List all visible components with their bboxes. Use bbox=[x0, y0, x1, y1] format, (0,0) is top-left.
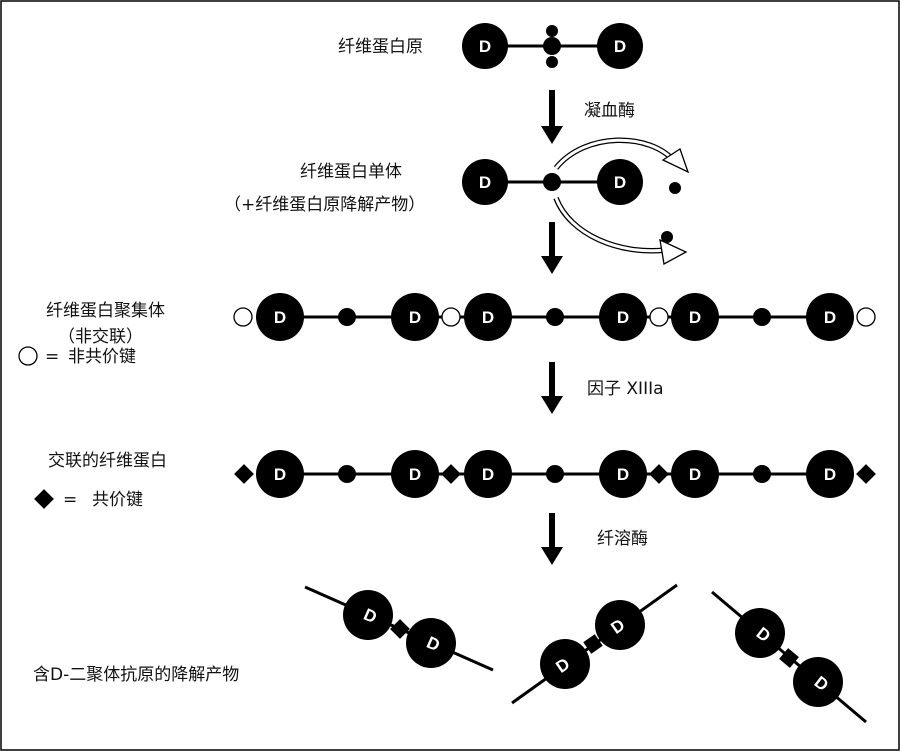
svg-text:D: D bbox=[689, 465, 701, 484]
label-noncovalent-legend: 非共价键 bbox=[68, 347, 136, 367]
svg-text:D: D bbox=[274, 308, 286, 327]
noncovalent-bond bbox=[649, 307, 669, 327]
svg-text:D: D bbox=[824, 308, 836, 327]
noncovalent-bond-legend-symbol bbox=[18, 346, 38, 366]
svg-text:D: D bbox=[409, 465, 421, 484]
covalent-bond-legend-symbol bbox=[34, 489, 54, 509]
label-plasmin: 纤溶酶 bbox=[597, 529, 648, 549]
svg-text:D: D bbox=[482, 465, 494, 484]
noncovalent-bond bbox=[856, 307, 876, 327]
fibrinopeptide bbox=[546, 56, 558, 68]
d-domain bbox=[462, 23, 508, 69]
label-aggregate-note: （非交联） bbox=[58, 327, 143, 347]
released-fibrinopeptide-a bbox=[553, 137, 690, 194]
arrow-factor-xiiia bbox=[541, 362, 563, 414]
arrow-aggregation bbox=[541, 222, 563, 274]
arrow-thrombin bbox=[541, 90, 563, 144]
svg-text:D: D bbox=[482, 308, 494, 327]
fibrin-aggregate-chain: D D D D D D bbox=[233, 293, 876, 341]
covalent-equals: = bbox=[63, 490, 77, 510]
crosslinked-fibrin-chain: D D D D D D bbox=[234, 450, 876, 498]
covalent-bond bbox=[441, 464, 461, 484]
label-aggregate: 纤维蛋白聚集体 bbox=[46, 301, 165, 321]
d-dimer-fragment: D D bbox=[711, 590, 867, 724]
svg-text:D: D bbox=[617, 308, 629, 327]
noncovalent-bond bbox=[233, 307, 253, 327]
label-covalent-legend: 共价键 bbox=[92, 490, 143, 510]
covalent-bond bbox=[234, 464, 254, 484]
arrow-plasmin bbox=[541, 513, 563, 565]
covalent-bond bbox=[856, 464, 876, 484]
label-thrombin: 凝血酶 bbox=[584, 101, 635, 121]
label-fibrinogen: 纤维蛋白原 bbox=[338, 37, 423, 57]
svg-text:D: D bbox=[689, 308, 701, 327]
d-dimer-fragment: D D bbox=[304, 585, 494, 672]
svg-text:D: D bbox=[617, 465, 629, 484]
label-monomer: 纤维蛋白单体 bbox=[300, 162, 402, 182]
d-letter: D bbox=[479, 173, 491, 192]
released-fibrinopeptide-b bbox=[553, 196, 688, 266]
svg-text:D: D bbox=[824, 465, 836, 484]
label-factor: 因子 XIIIa bbox=[587, 379, 664, 399]
fibrinopeptide bbox=[546, 25, 558, 37]
noncovalent-bond bbox=[441, 307, 461, 327]
noncovalent-equals: = bbox=[45, 347, 59, 367]
label-products: 含D-二聚体抗原的降解产物 bbox=[33, 665, 239, 685]
fibrinogen-molecule: D D bbox=[462, 23, 643, 69]
d-domain bbox=[462, 159, 508, 205]
d-domain bbox=[597, 159, 643, 205]
d-dimer-fragment: D D bbox=[511, 583, 678, 705]
e-domain bbox=[543, 173, 561, 191]
label-monomer-note: （+纤维蛋白原降解产物） bbox=[224, 195, 425, 215]
svg-text:D: D bbox=[274, 465, 286, 484]
e-domain bbox=[543, 37, 561, 55]
d-letter: D bbox=[614, 37, 626, 56]
d-domain bbox=[597, 23, 643, 69]
label-crosslinked: 交联的纤维蛋白 bbox=[48, 451, 167, 471]
svg-text:D: D bbox=[409, 308, 421, 327]
d-letter: D bbox=[614, 173, 626, 192]
d-letter: D bbox=[479, 37, 491, 56]
covalent-bond bbox=[649, 464, 669, 484]
fibrin-monomer: D D bbox=[462, 159, 643, 205]
